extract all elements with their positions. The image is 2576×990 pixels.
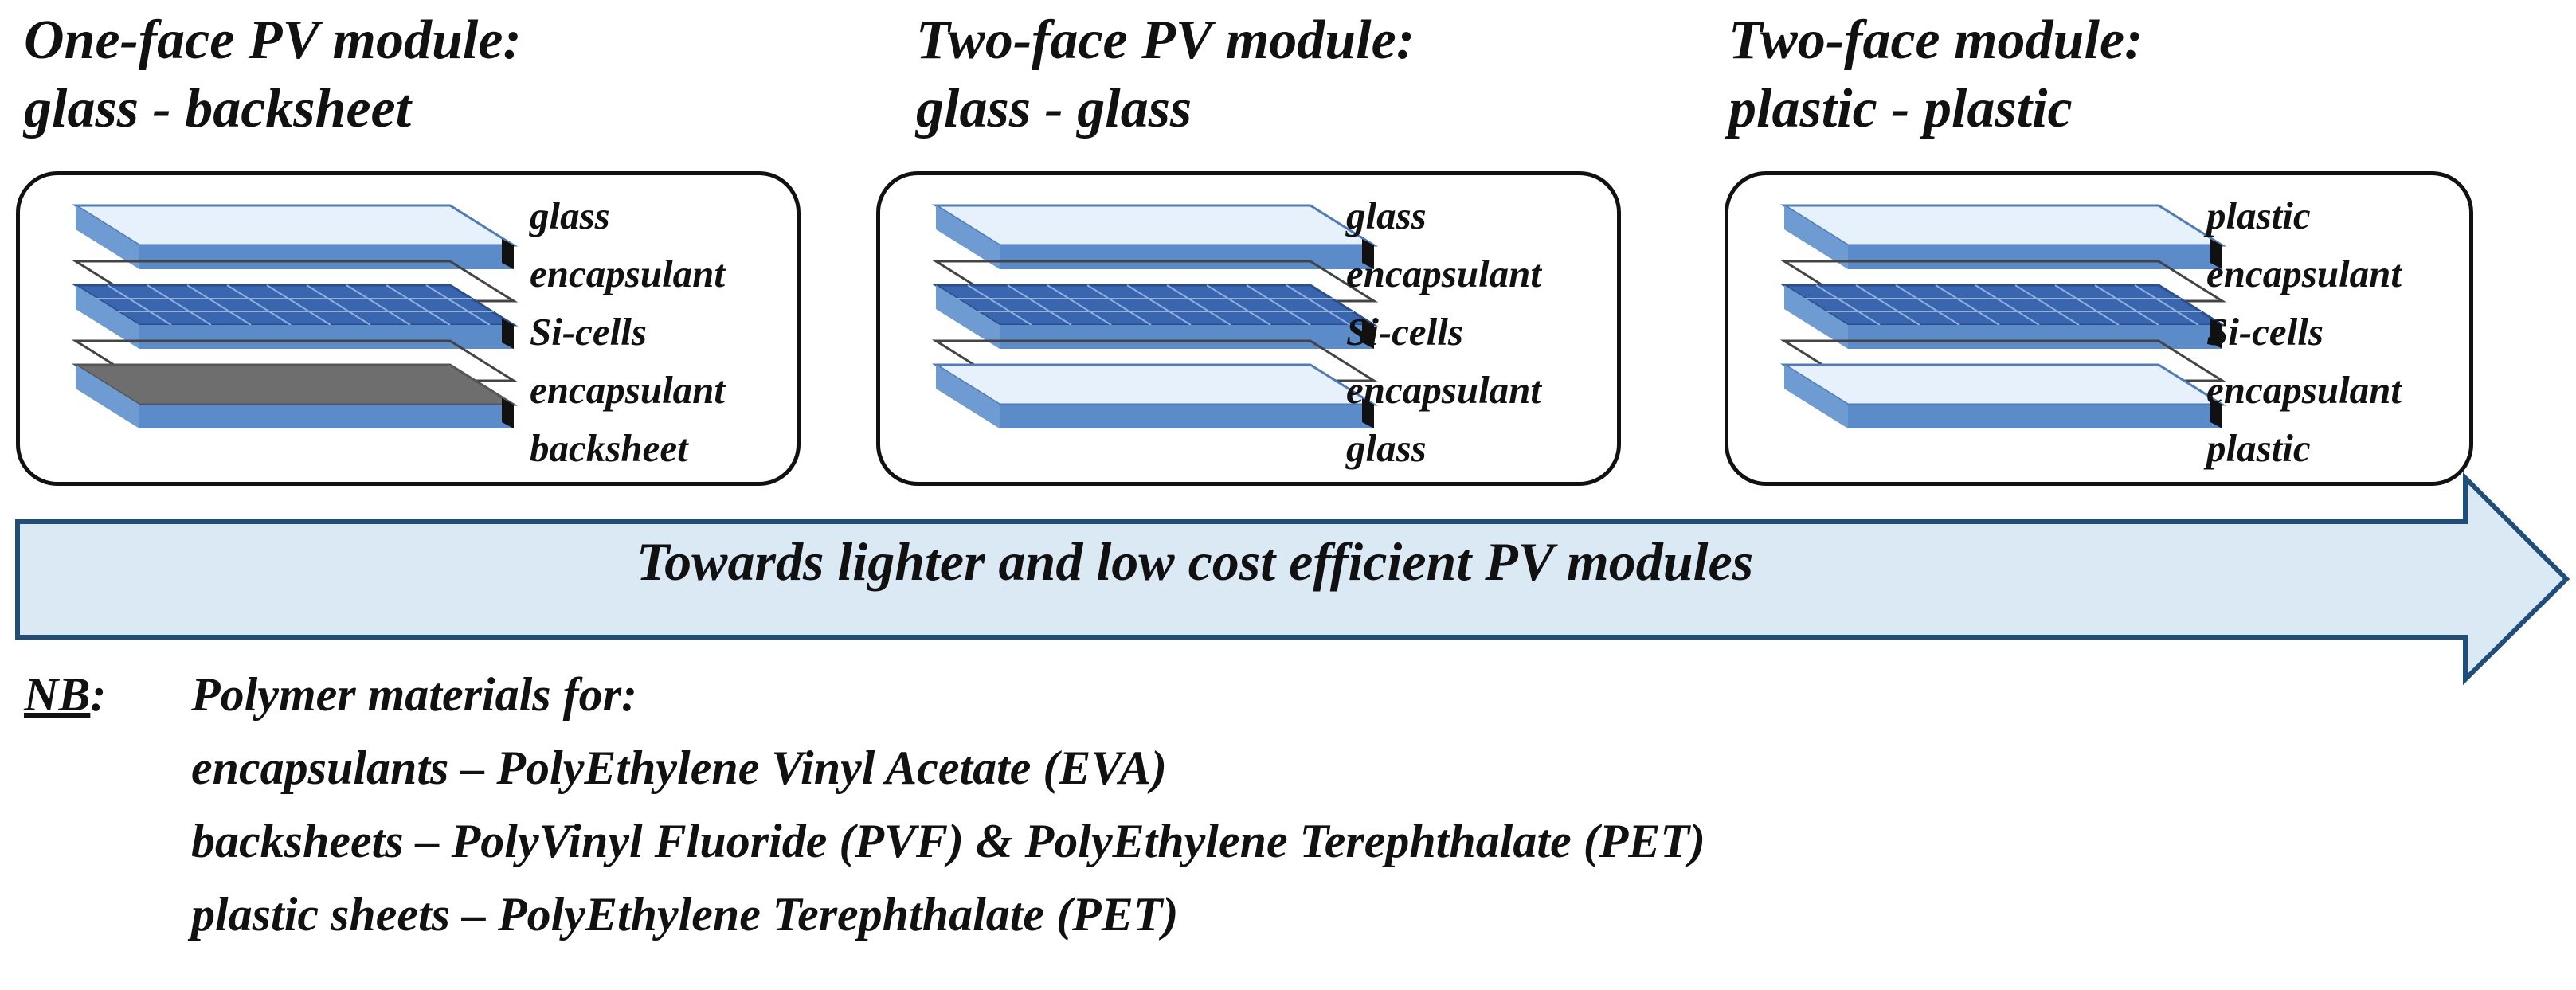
layer-label: encapsulant [1346,368,1542,412]
nb-label-group: NB: [24,658,191,731]
layer-label: encapsulant [530,252,726,295]
backsheet-layer [71,363,519,406]
layer-label: plastic [2206,426,2311,470]
layer-label: Si-cells [530,310,647,354]
module-box-plastic-plastic: plastic encapsulant Si-cells encapsulant… [1725,171,2473,486]
plastic-sheet-bottom [1779,363,2227,406]
nb-label: NB [24,668,91,721]
layer-label: encapsulant [2206,252,2402,295]
notes-heading-row: NB:Polymer materials for: [24,658,1705,731]
layer-label: glass [1346,426,1427,470]
glass-sheet-bottom [931,363,1379,406]
glass-sheet-top [71,204,519,247]
layer-label: Si-cells [2206,310,2323,354]
glass-sheet-top [931,204,1379,247]
layer-label: glass [530,194,610,237]
si-cells-layer [1779,284,2227,327]
layer-label: encapsulant [530,368,726,412]
polymer-notes: NB:Polymer materials for: encapsulants –… [24,658,1705,951]
layer-stack-illustration [71,204,519,428]
notes-heading: Polymer materials for: [191,668,637,721]
module-box-glass-backsheet: glass encapsulant Si-cells encapsulant b… [16,171,801,486]
column-title-3-line2: plastic - plastic [1728,78,2073,139]
module-box-glass-glass: glass encapsulant Si-cells encapsulant g… [876,171,1621,486]
column-title-1-line1: One-face PV module: [24,10,522,71]
column-title-3-line1: Two-face module: [1728,10,2143,71]
layer-stack-illustration [1779,204,2227,428]
plastic-sheet-top [1779,204,2227,247]
layer-label: plastic [2206,194,2311,237]
arrow-caption: Towards lighter and low cost efficient P… [636,531,1754,592]
layer-labels: plastic encapsulant Si-cells encapsulant… [2206,186,2402,477]
nb-colon: : [90,668,107,721]
layer-label: encapsulant [2206,368,2402,412]
si-cells-layer [71,284,519,327]
column-title-3: Two-face module: plastic - plastic [1728,6,2143,143]
arrow-shape [15,472,2570,686]
column-title-2: Two-face PV module: glass - glass [916,6,1415,143]
layer-label: encapsulant [1346,252,1542,295]
si-cells-layer [931,284,1379,327]
layer-stack-illustration [931,204,1379,428]
note-line-plastic-sheets: plastic sheets – PolyEthylene Terephthal… [191,888,1179,941]
note-line-encapsulants: encapsulants – PolyEthylene Vinyl Acetat… [191,742,1167,794]
layer-label: glass [1346,194,1427,237]
note-line-backsheets: backsheets – PolyVinyl Fluoride (PVF) & … [191,815,1706,867]
layer-labels: glass encapsulant Si-cells encapsulant g… [1346,186,1541,477]
layer-labels: glass encapsulant Si-cells encapsulant b… [530,186,725,477]
column-title-1: One-face PV module: glass - backsheet [24,6,522,143]
layer-label: Si-cells [1346,310,1463,354]
column-title-1-line2: glass - backsheet [24,78,412,139]
column-title-2-line2: glass - glass [916,78,1192,139]
column-title-2-line1: Two-face PV module: [916,10,1415,71]
layer-label: backsheet [530,426,688,470]
